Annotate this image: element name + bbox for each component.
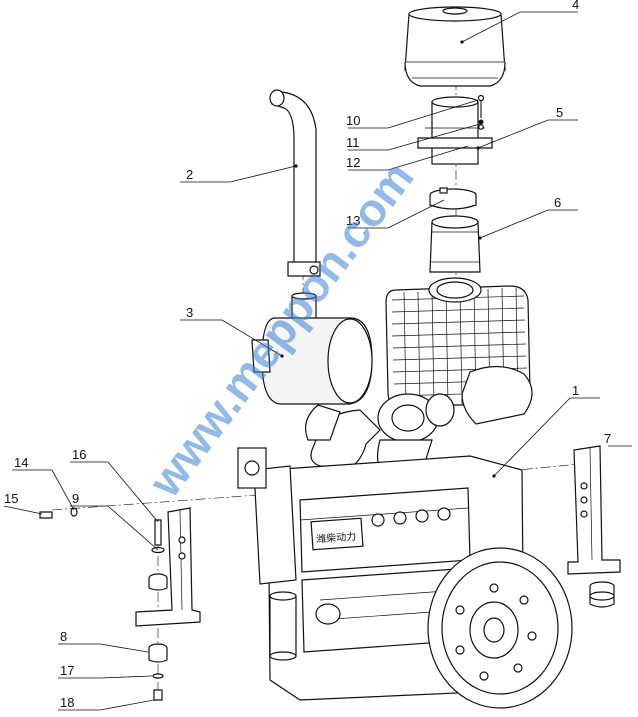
turbo-and-pipes bbox=[305, 365, 533, 481]
callout-10: 10 bbox=[346, 113, 360, 128]
hose-clamp-13 bbox=[429, 187, 477, 210]
engine-plate-text: 潍柴动力 bbox=[316, 530, 357, 546]
callout-17: 17 bbox=[60, 663, 74, 678]
callout-1: 1 bbox=[572, 383, 579, 398]
callout-6: 6 bbox=[554, 195, 561, 210]
callout-8: 8 bbox=[60, 629, 67, 644]
flange-adapter bbox=[417, 94, 493, 165]
callout-13: 13 bbox=[346, 213, 360, 228]
muffler-3 bbox=[251, 317, 373, 405]
callout-18: 18 bbox=[60, 695, 74, 710]
callout-2: 2 bbox=[186, 167, 193, 182]
callout-16: 16 bbox=[72, 447, 86, 462]
callout-4: 4 bbox=[572, 0, 579, 12]
left-mount-bracket bbox=[39, 507, 201, 701]
callout-14: 14 bbox=[14, 455, 28, 470]
callout-9: 9 bbox=[72, 491, 79, 506]
callout-12: 12 bbox=[346, 155, 360, 170]
callout-5: 5 bbox=[556, 105, 563, 120]
flywheel-housing bbox=[427, 547, 573, 709]
callout-3: 3 bbox=[186, 305, 193, 320]
callout-11: 11 bbox=[346, 135, 360, 150]
engine-block: 潍柴动力 bbox=[237, 447, 525, 701]
intake-hose-6 bbox=[429, 215, 481, 273]
right-mount-bracket-7 bbox=[567, 445, 621, 608]
callout-labels: 4 5 6 10 11 12 13 2 3 1 7 14 16 15 9 8 1… bbox=[4, 0, 611, 710]
leader-lines bbox=[3, 11, 632, 711]
air-filter-cap bbox=[404, 6, 506, 87]
callout-7: 7 bbox=[604, 431, 611, 446]
callout-15: 15 bbox=[4, 491, 18, 506]
